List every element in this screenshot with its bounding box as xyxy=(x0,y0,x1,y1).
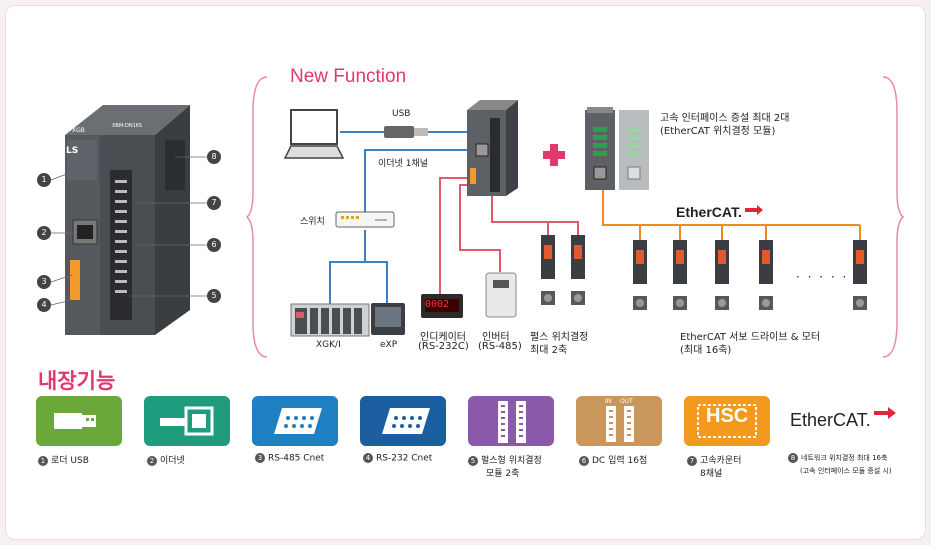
pulse-sub: 최대 2축 xyxy=(530,345,568,356)
callout-2: 2 xyxy=(37,226,51,240)
pulse-label: 펄스 위치결정 xyxy=(530,332,589,343)
ethercat-logo-diagram: EtherCAT. xyxy=(676,204,742,220)
right-brace xyxy=(882,76,905,358)
exp-hmi-icon xyxy=(371,303,405,335)
plc-logo: LS xyxy=(66,146,79,156)
switch-label: 스위치 xyxy=(300,217,325,227)
callout-1: 1 xyxy=(37,173,51,187)
expansion-modules-icon xyxy=(585,107,649,190)
servo-sub: (최대 16축) xyxy=(680,345,732,356)
servo-label: EtherCAT 서보 드라이브 & 모터 xyxy=(680,332,821,343)
ethernet-label: 이더넷 1채널 xyxy=(378,159,428,169)
indicator-sub: (RS-232C) xyxy=(418,341,469,352)
indicator-label: 인디케이터 xyxy=(420,332,466,343)
plc-model: XBM-DN16S xyxy=(112,123,143,129)
plc-device-image xyxy=(65,105,190,335)
feature-hsc-label2: 8채널 xyxy=(700,469,723,479)
feature-rs485-icon xyxy=(252,396,338,446)
builtin-title: 내장기능 xyxy=(38,369,116,393)
xgk-label: XGK/I xyxy=(316,340,341,350)
switch-icon xyxy=(335,211,395,228)
callout-8: 8 xyxy=(207,150,221,164)
indicator-icon xyxy=(421,294,463,318)
plc-brand: XGB xyxy=(72,127,85,134)
inverter-sub: (RS-485) xyxy=(478,341,522,352)
feature-ethercat-arrows-icon xyxy=(874,407,896,419)
feature-hsc-icon xyxy=(684,396,770,446)
new-function-title: New Function xyxy=(290,66,407,87)
feature-ethercat-label2: (고속 인터페이스 모듈 증설 시) xyxy=(800,467,892,475)
feature-pulse-label2: 모듈 2축 xyxy=(486,469,520,479)
hs-if-label: 고속 인터페이스 증설 최대 2대 xyxy=(660,113,790,124)
dc-out-label: OUT xyxy=(620,398,633,405)
callout-4: 4 xyxy=(37,298,51,312)
left-brace xyxy=(245,76,268,358)
usb-label: USB xyxy=(392,109,411,119)
feature-pulse-icon xyxy=(468,396,554,446)
feature-ethercat-logo: EtherCAT. xyxy=(790,410,871,430)
indicator-display: 0002 xyxy=(425,299,450,310)
callout-5: 5 xyxy=(207,289,221,303)
feature-usb-icon xyxy=(36,396,122,446)
feature-rs232-icon xyxy=(360,396,446,446)
callout-6: 6 xyxy=(207,238,221,252)
usb-cable-icon xyxy=(384,126,428,138)
hsc-text: HSC xyxy=(706,405,749,427)
servo-more-dots: · · · · · xyxy=(796,270,849,284)
center-plc-icon xyxy=(467,100,518,196)
inverter-icon xyxy=(485,272,517,318)
laptop-icon xyxy=(283,109,345,159)
feature-ethernet-icon xyxy=(144,396,230,446)
hs-if-sub: (EtherCAT 위치결정 모듈) xyxy=(660,126,776,137)
inverter-label: 인버터 xyxy=(482,332,510,343)
callout-3: 3 xyxy=(37,275,51,289)
dc-in-label: IN xyxy=(605,398,612,405)
exp-label: eXP xyxy=(380,340,398,350)
xgk-rack-icon xyxy=(290,303,370,337)
ethercat-arrows-icon xyxy=(745,205,763,215)
feature-dc-input-icon xyxy=(576,396,662,446)
callout-7: 7 xyxy=(207,196,221,210)
plus-icon xyxy=(543,144,565,166)
